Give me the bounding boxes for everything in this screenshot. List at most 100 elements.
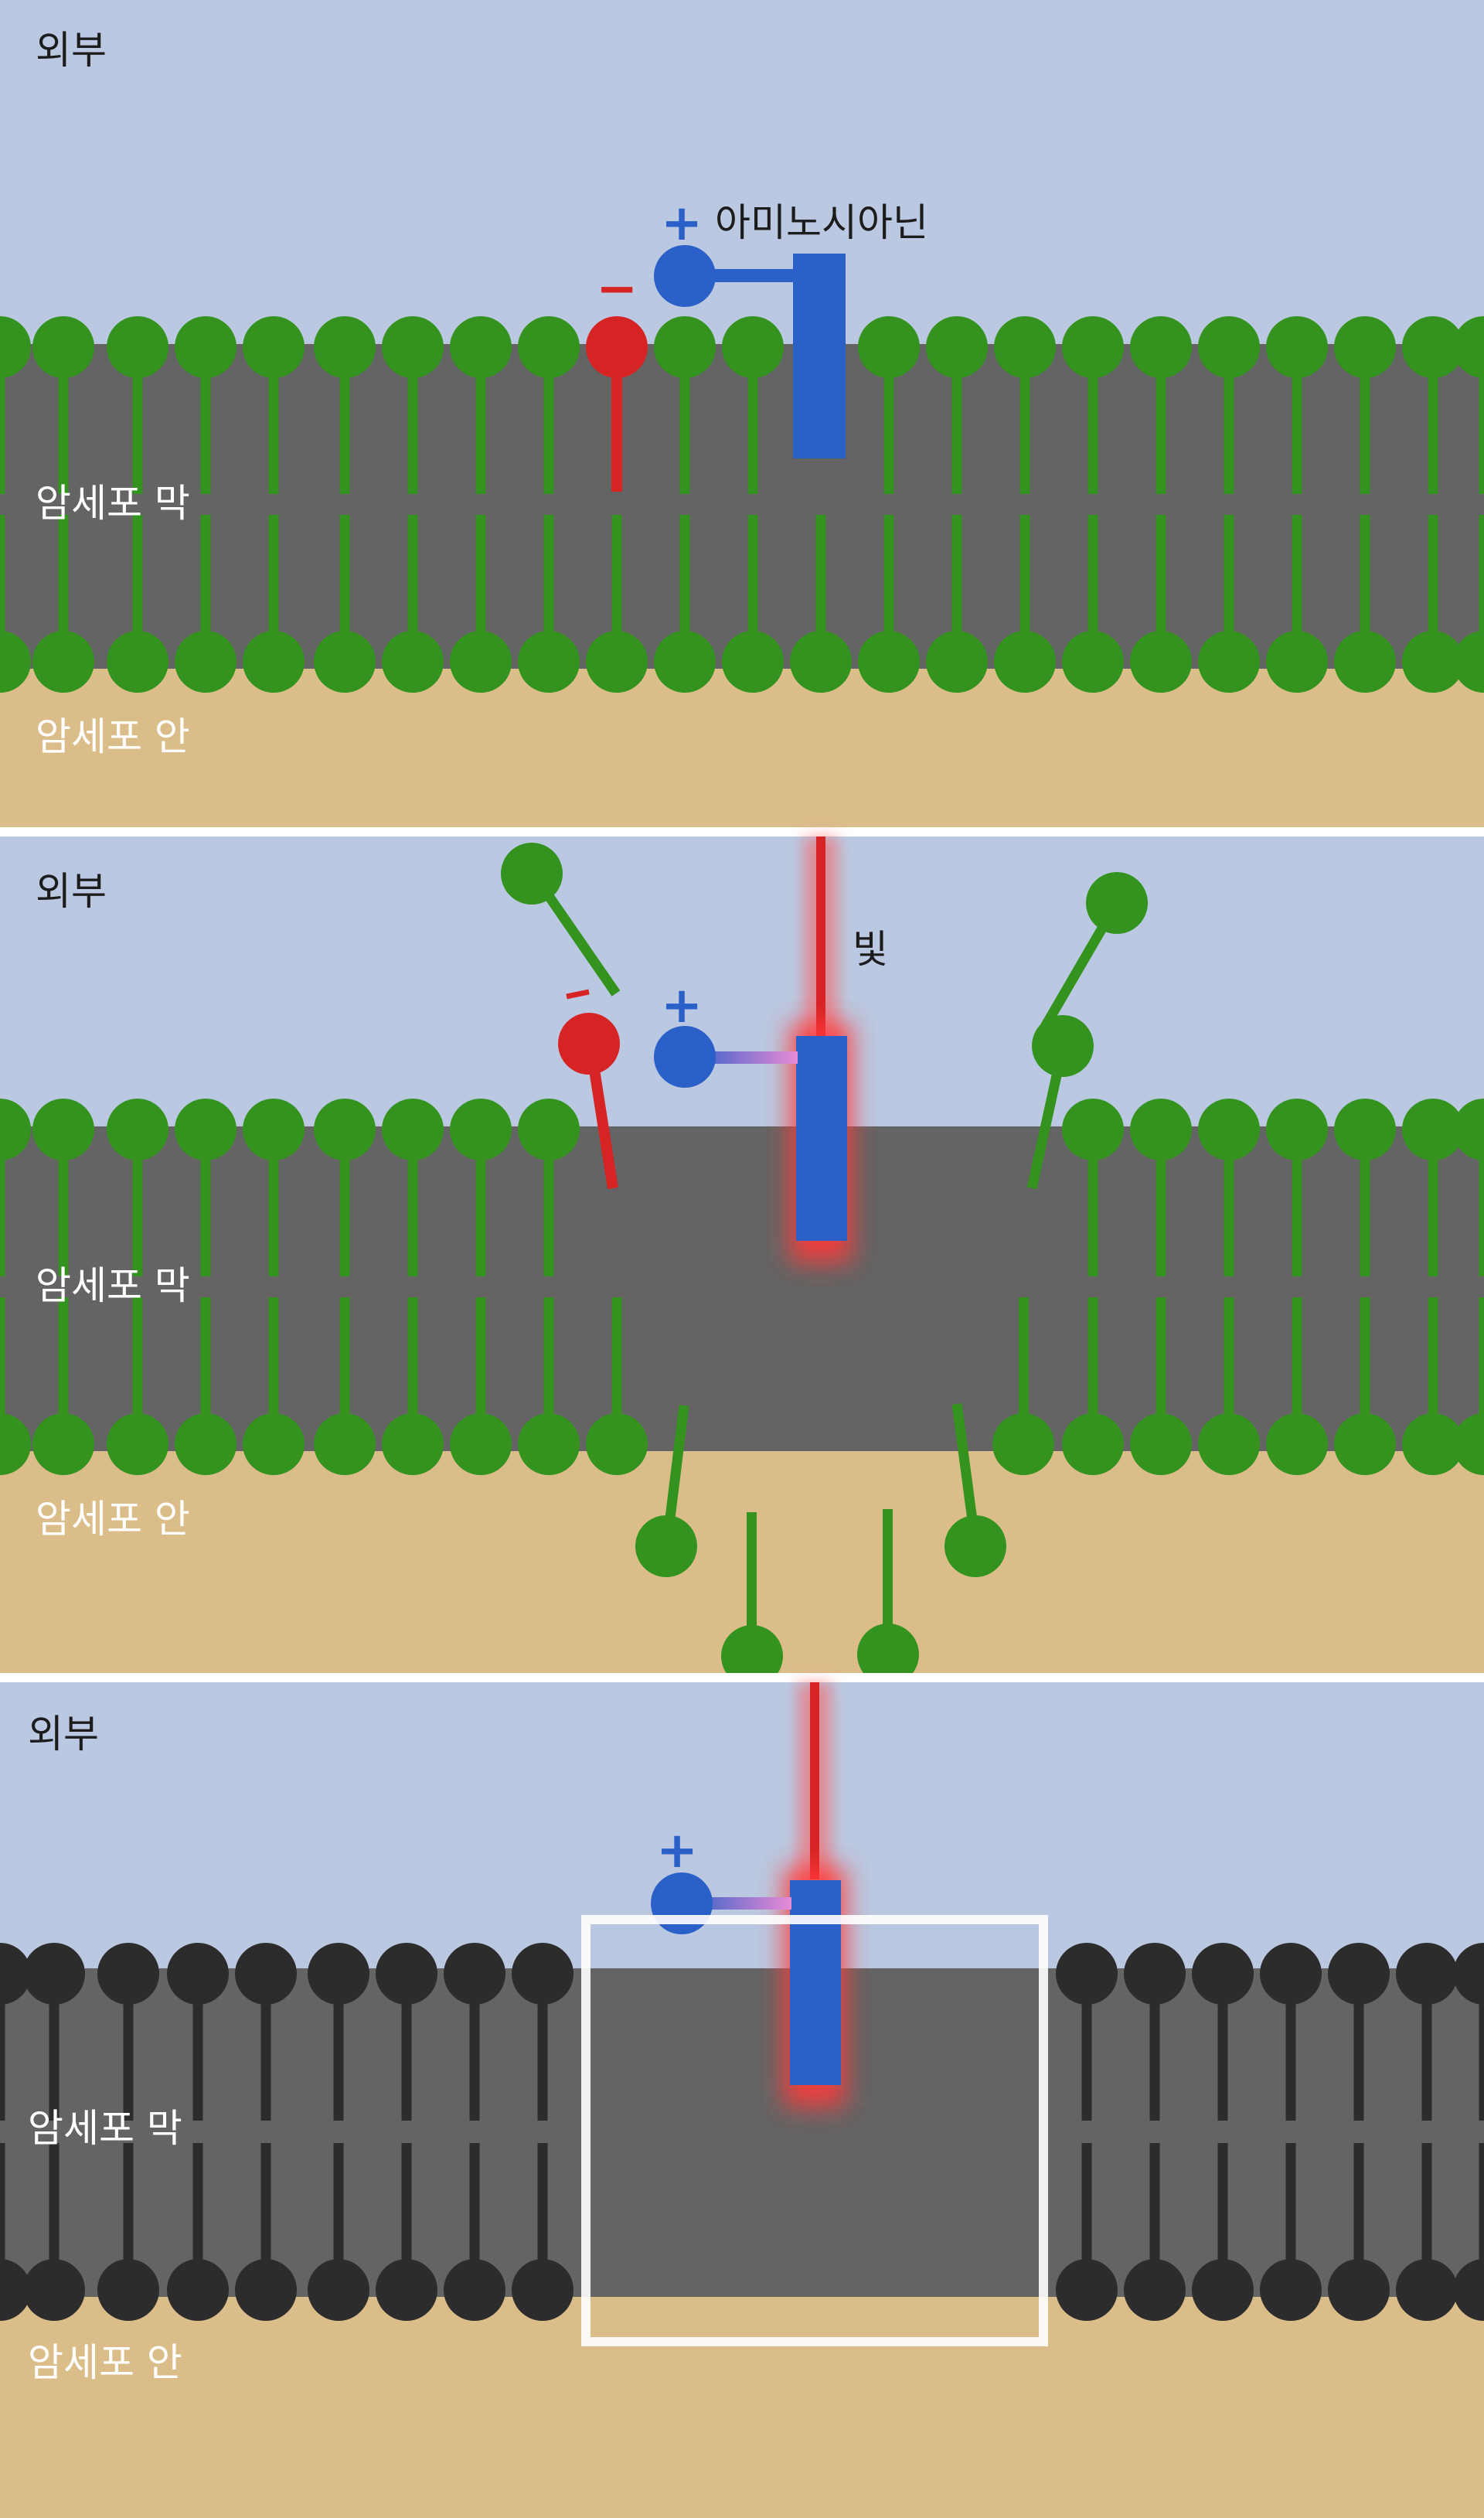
lipid-tail-icon [333,2143,344,2290]
lipid-head-icon [1124,1943,1186,2005]
lipid-head-icon [235,1943,297,2005]
panel-light: 빛 + 외부 암세포 막 암세포 안 [0,836,1484,1687]
lipid-tail-icon [1224,1297,1234,1444]
lipid-tail-icon [543,1130,554,1276]
minus-sign [566,989,590,1000]
lipid-head-icon [586,631,648,693]
lipid-tail-icon [339,347,350,494]
lipid-bilayer [0,316,1484,693]
lipid-tail-icon [1156,1297,1166,1444]
lipid-head-icon [926,631,988,693]
inside-label: 암세포 안 [36,714,190,759]
lipid-tail-icon [747,347,758,494]
lipid-head-icon [314,631,376,693]
lipid-tail-icon [123,1974,134,2121]
aminocyanine-molecule: + [654,977,852,1262]
lipid-tail-icon [0,2143,5,2290]
lipid-head-icon [945,1515,1006,1577]
lipid-tail-icon [1428,1130,1438,1276]
plus-sign: + [661,195,703,252]
lipid-head-icon [314,1099,376,1160]
lipid-tail-icon [200,515,211,662]
lipid-tail-icon [192,2143,203,2290]
lipid-head-icon [1396,1943,1458,2005]
lipid-tail-icon [679,515,690,662]
lipid-head-icon [1334,1413,1396,1475]
lipid-tail-icon [268,347,279,494]
lipid-head-icon [23,2259,85,2321]
lipid-head-icon [175,316,237,378]
lipid-head-icon [1402,1099,1464,1160]
pore-highlight-box [581,1915,1048,2346]
charged-lipid: − [586,261,648,492]
lipid-tail-icon [49,1974,60,2121]
lipid-head-icon [167,1943,229,2005]
membrane-band [0,344,1484,669]
lipid-head-icon [1032,1015,1094,1077]
lipid-tail-icon [1149,1974,1160,2121]
lipid-tail-icon [1285,2143,1296,2290]
lipid-head-icon [518,1099,580,1160]
lipid-head-icon [175,1099,237,1160]
lipid-tail-icon [339,1130,350,1276]
lipid-tail-icon [1421,1974,1432,2121]
lipid-head-icon [1453,1943,1484,2005]
lipid-head-icon [0,1099,31,1160]
molecule-body-icon [796,1036,847,1241]
panel-before: − + 아미노시아닌 외부 암세포 막 암세포 안 [0,0,1484,827]
lipid-tail-icon [1428,515,1438,662]
membrane-band [0,1126,1484,1451]
lipid-tail-icon [543,1297,554,1444]
lipid-tail-icon [58,1130,69,1276]
lipid-head-icon [97,2259,159,2321]
lipid-head-icon [167,2259,229,2321]
molecule-head-icon [654,245,716,307]
lipid-head-icon [23,1943,85,2005]
lipid-head-icon [857,1624,919,1685]
lipid-tail-icon [1019,347,1030,494]
lipid-tail-icon [883,515,894,662]
lipid-tail-icon [475,1297,486,1444]
lipid-head-icon [0,1943,31,2005]
lipid-tail-icon [1217,2143,1228,2290]
lipid-tail-icon [1087,1297,1098,1444]
lipid-tail-icon [200,347,211,494]
lipid-tail-icon [1156,1130,1166,1276]
lipid-head-icon [654,631,716,693]
lipid-tail-icon [58,347,69,494]
lipid-head-icon [722,631,784,693]
lipid-tail-icon [1292,347,1302,494]
lipid-tail-icon [407,515,418,662]
light-beam-icon [798,1682,832,1887]
lipid-head-icon [1062,316,1124,378]
lipid-tail-icon [1421,2143,1432,2290]
lipid-tail-icon [1149,2143,1160,2290]
lipid-tail-icon [543,347,554,494]
lipid-tail-icon [200,1130,211,1276]
lipid-tail-icon [260,1974,271,2121]
lipid-head-icon [382,631,444,693]
lipid-head-icon [721,1625,783,1687]
outside-region [0,1682,1484,1968]
lipid-head-icon [243,631,305,693]
lipid-tail-icon [475,347,486,494]
molecule-head-icon [651,1872,713,1934]
lipid-tail-icon [1360,1297,1370,1444]
lipid-tail-icon [1292,1130,1302,1276]
lipid-tail-icon [1087,515,1098,662]
inside-label: 암세포 안 [36,1497,190,1542]
lipid-tail-icon [401,1974,412,2121]
lipid-head-icon [1260,2259,1322,2321]
lipid-tail-icon [1479,347,1484,494]
lipid-head-icon [1328,1943,1390,2005]
lipid-tail-icon [1360,1130,1370,1276]
lipid-tail-icon [1019,1297,1029,1444]
light-beam-icon [804,836,838,1045]
lipid-head-icon [654,316,716,378]
molecule-body-icon [790,1880,841,2085]
lipid-head-icon [1198,631,1260,693]
lipid-tail-icon [268,1297,279,1444]
inside-region [0,2297,1484,2518]
lipid-bilayer [0,1099,1484,1475]
